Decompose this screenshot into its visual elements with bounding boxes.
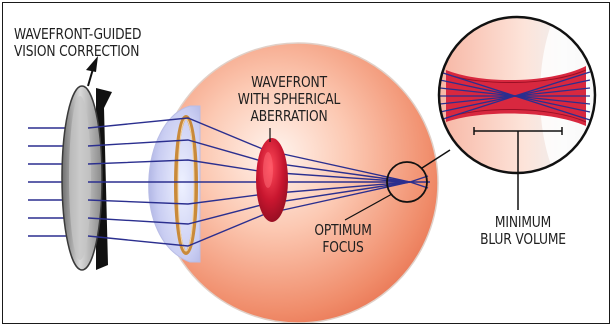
label-minimum-blur-volume: MINIMUM BLUR VOLUME xyxy=(474,214,572,248)
label-line: VISION CORRECTION xyxy=(14,41,140,60)
label-wavefront-guided-correction: WAVEFRONT-GUIDED VISION CORRECTION xyxy=(14,25,142,60)
label-line: ABERRATION xyxy=(250,106,328,125)
zoom-inset xyxy=(437,15,597,175)
correction-lens xyxy=(61,56,112,271)
iris-ring xyxy=(174,115,198,255)
label-line: MINIMUM xyxy=(494,213,552,231)
arrow-icon xyxy=(86,56,98,72)
label-line: WAVEFRONT xyxy=(251,73,327,91)
wavefront-lens xyxy=(256,138,288,222)
label-line: WITH SPHERICAL xyxy=(237,89,341,108)
label-line: WAVEFRONT-GUIDED xyxy=(14,25,142,43)
label-line: FOCUS xyxy=(322,237,364,256)
label-optimum-focus: OPTIMUM FOCUS xyxy=(306,222,380,256)
label-line: OPTIMUM xyxy=(314,221,372,239)
label-wavefront-aberration: WAVEFRONT WITH SPHERICAL ABERRATION xyxy=(228,74,351,124)
blur-volume-bracket xyxy=(473,127,563,210)
label-line: BLUR VOLUME xyxy=(480,229,566,248)
refracted-rays xyxy=(87,117,430,247)
focus-circle xyxy=(386,149,451,203)
